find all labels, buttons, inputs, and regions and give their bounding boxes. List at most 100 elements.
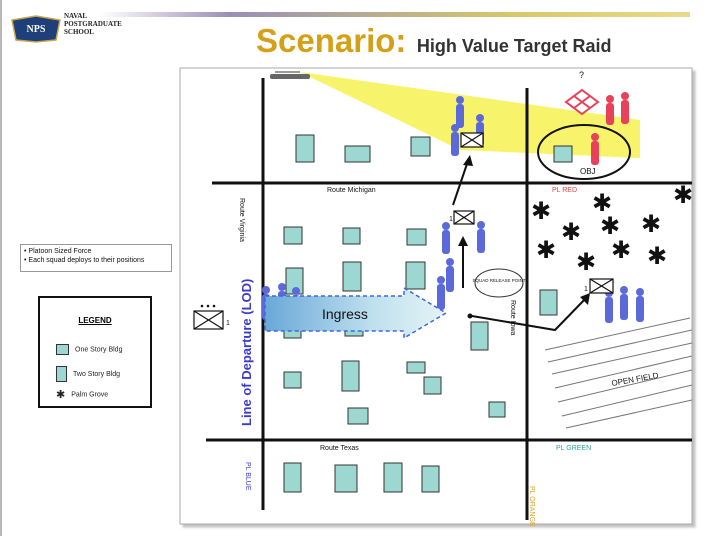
legend-title: LEGEND	[78, 316, 112, 325]
friendly-soldier	[620, 286, 628, 320]
building	[539, 289, 558, 316]
palm-tree-icon: ✱	[536, 236, 556, 264]
slide-title: Scenario: High Value Target Raid	[256, 22, 612, 60]
friendly-soldier	[456, 96, 464, 128]
phase-line-label: PL BLUE	[244, 462, 251, 491]
unit-symbol-squad-east	[589, 278, 614, 294]
open-field-hatch	[544, 317, 693, 429]
palm-tree-icon: ✱	[531, 197, 551, 225]
building	[488, 401, 506, 418]
arrowheads	[458, 155, 590, 305]
building	[347, 407, 369, 425]
building	[406, 361, 426, 374]
ingress-label: Ingress	[322, 306, 368, 322]
building	[283, 462, 302, 493]
building	[283, 226, 303, 245]
route-label: Route Iowa	[509, 300, 516, 336]
header-bar	[100, 12, 690, 17]
legend-label: Palm Grove	[71, 391, 109, 399]
legend-item: Two Story Bldg	[56, 366, 120, 382]
logo-text: NPS	[27, 24, 46, 35]
enemy-soldier	[606, 95, 614, 125]
building-group	[283, 134, 573, 493]
palm-tree-icon: ✱	[576, 248, 596, 276]
arrow-east	[471, 295, 589, 332]
building	[406, 228, 427, 246]
slide-border	[0, 0, 2, 536]
friendly-soldier	[605, 289, 613, 323]
school-line-1: NAVAL	[64, 12, 88, 20]
unit-number: 1	[226, 320, 230, 327]
note-line: • Platoon Sized Force	[24, 248, 92, 255]
palm-tree-icon: ✱	[56, 389, 66, 401]
route-label: Route Virginia	[238, 198, 245, 242]
lod-label: Line of Departure (LOD)	[239, 279, 254, 426]
phase-line-label: PL RED	[552, 187, 577, 194]
title-main: Scenario:	[256, 22, 407, 59]
building	[342, 227, 361, 245]
friendly-soldier	[476, 114, 484, 146]
building	[295, 134, 315, 163]
building	[410, 136, 431, 157]
building	[283, 371, 302, 389]
enemy-unit-marker	[564, 88, 600, 116]
friendly-soldier	[636, 288, 644, 322]
school-line-2: POSTGRADUATE	[64, 20, 122, 28]
building	[334, 464, 358, 493]
building	[470, 321, 489, 351]
unit-symbol-squad-objective	[460, 132, 484, 148]
map-area	[179, 67, 693, 525]
building	[283, 322, 302, 339]
building	[344, 145, 371, 163]
ingress-arrow	[264, 286, 448, 340]
palm-tree-icon: ✱	[611, 236, 631, 264]
enemy-soldier	[621, 92, 629, 124]
school-name: NAVAL POSTGRADUATE SCHOOL	[64, 12, 122, 36]
unit-symbols	[193, 132, 614, 330]
enemy-soldiers	[591, 92, 629, 165]
palm-tree-icon: ✱	[561, 218, 581, 246]
legend-label: Two Story Bldg	[73, 370, 121, 378]
building	[344, 319, 364, 337]
building	[405, 261, 426, 290]
unit-number: 1	[449, 216, 453, 223]
building	[423, 376, 442, 395]
unit-symbol-squad-north	[453, 210, 475, 225]
palm-tree-icon: ✱	[592, 189, 612, 217]
legend-label: One Story Bldg	[75, 346, 123, 354]
platoon-echelon-dots	[200, 304, 216, 308]
notes-box: • Platoon Sized Force • Each squad deplo…	[20, 244, 172, 272]
phase-line-label: PL GREEN	[556, 445, 591, 452]
palm-grove: ✱ ✱ ✱ ✱ ✱ ✱ ✱ ✱ ✱ ✱	[531, 181, 693, 276]
friendly-soldier	[477, 221, 485, 253]
legend-box: LEGEND One Story Bldg Two Story Bldg ✱ Pa…	[38, 296, 152, 408]
palm-tree-icon: ✱	[673, 181, 693, 209]
school-line-3: SCHOOL	[64, 28, 94, 36]
friendly-soldiers	[262, 96, 644, 323]
one-story-bldg-icon	[56, 344, 69, 355]
legend-item: ✱ Palm Grove	[56, 388, 108, 401]
release-point-label: SQUAD RELEASE POINT	[472, 278, 525, 283]
palm-tree-icon: ✱	[641, 210, 661, 238]
title-subtitle: High Value Target Raid	[416, 36, 612, 56]
friendly-soldier	[446, 258, 454, 292]
legend-item: One Story Bldg	[56, 344, 122, 355]
route-label: Route Michigan	[327, 187, 376, 194]
arrow-to-objective	[452, 157, 470, 206]
unknown-marker: ?	[579, 70, 584, 80]
objective-label: OBJ	[580, 167, 596, 176]
nps-logo: NPS	[11, 15, 61, 43]
two-story-bldg-icon	[56, 366, 67, 382]
unit-symbol-platoon	[193, 310, 224, 330]
building	[341, 360, 360, 392]
route-label: Route Texas	[320, 445, 359, 452]
note-line: • Each squad deploys to their positions	[24, 257, 145, 264]
building	[342, 261, 362, 292]
palm-tree-icon: ✱	[647, 242, 667, 270]
friendly-soldier	[451, 124, 459, 156]
sensor-cone	[300, 72, 640, 158]
building	[421, 465, 440, 493]
movement-arrows	[452, 157, 589, 332]
friendly-soldier	[442, 222, 450, 254]
objective-ellipse	[537, 124, 631, 180]
